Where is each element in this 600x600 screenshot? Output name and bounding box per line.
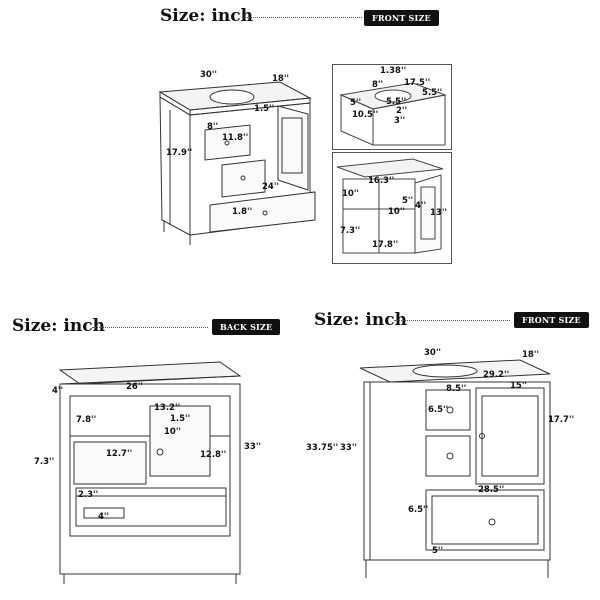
divider-dots	[394, 320, 510, 321]
dim-back-2-3: 2.3''	[78, 490, 99, 500]
dim-sink-1-38: 1.38''	[380, 66, 407, 76]
dim-sink-3: 3''	[394, 116, 406, 126]
back-size-badge: BACK SIZE	[212, 319, 281, 335]
front-size-title-bottom: Size: inch	[314, 310, 407, 330]
dim-1-5: 1.5''	[254, 104, 275, 114]
dim-in-17-8: 17.8''	[372, 240, 399, 250]
dim-sink-2: 2''	[396, 106, 408, 116]
dim-in-13: 13''	[430, 208, 448, 218]
divider-dots	[92, 327, 208, 328]
dim-sink-5-5b: 5.5''	[386, 97, 407, 107]
dim-front-6-5b: 6.5''	[408, 505, 429, 515]
dim-sink-8: 8''	[372, 80, 384, 90]
dim-in-5: 5''	[402, 196, 414, 206]
dim-front-33-75: 33.75''	[306, 443, 339, 453]
front-view-drawing	[359, 359, 551, 578]
back-size-title: Size: inch	[12, 316, 105, 336]
dim-front-8-5: 8.5''	[446, 384, 467, 394]
dim-in-10a: 10''	[342, 189, 360, 199]
dim-sink-10-5: 10.5''	[352, 110, 379, 120]
dim-sink-5-5a: 5.5''	[422, 88, 443, 98]
dim-sink-5: 5''	[350, 98, 362, 108]
dim-back-7-8: 7.8''	[76, 415, 97, 425]
sink-detail-box	[332, 64, 452, 150]
dim-in-16-3: 16.3''	[368, 176, 395, 186]
front-size-badge-bottom: FRONT SIZE	[514, 312, 589, 328]
dim-front-28-5: 28.5''	[478, 485, 505, 495]
dim-back-33: 33''	[244, 442, 262, 452]
dim-back-12-8: 12.8''	[200, 450, 227, 460]
divider-dots	[242, 17, 362, 18]
front-size-title-top: Size: inch	[160, 6, 253, 26]
cabinet-interior-drawing	[336, 158, 444, 254]
dim-back-12-7: 12.7''	[106, 449, 133, 459]
dim-front-17-7: 17.7''	[548, 415, 575, 425]
dim-11-8: 11.8''	[222, 133, 249, 143]
dim-in-7-3: 7.3''	[340, 226, 361, 236]
dim-front-15: 15''	[510, 381, 528, 391]
dim-back-1-5: 1.5''	[170, 414, 191, 424]
dim-front-33: 33''	[340, 443, 358, 453]
dim-front-29-2: 29.2''	[483, 370, 510, 380]
dim-back-4b: 4''	[98, 512, 110, 522]
isometric-vanity-drawing	[158, 81, 316, 245]
front-size-badge-top: FRONT SIZE	[364, 10, 439, 26]
dim-front-6-5a: 6.5''	[428, 405, 449, 415]
dim-in-4: 4''	[415, 201, 427, 211]
dim-back-13-2: 13.2''	[154, 403, 181, 413]
dim-front-18: 18''	[522, 350, 540, 360]
dim-depth: 18''	[272, 74, 290, 84]
dim-back-10: 10''	[164, 427, 182, 437]
dim-front-5: 5''	[432, 546, 444, 556]
cabinet-interior-box	[332, 152, 452, 264]
dim-front-30: 30''	[424, 348, 442, 358]
dim-back-26: 26''	[126, 382, 144, 392]
dim-back-7-3: 7.3''	[34, 457, 55, 467]
dim-sink-17-5: 17.5''	[404, 78, 431, 88]
dim-back-4: 4''	[52, 386, 64, 396]
dim-height: 17.9''	[166, 148, 193, 158]
sink-detail-drawing	[339, 82, 447, 146]
dim-1-8: 1.8''	[232, 207, 253, 217]
dim-in-10b: 10''	[388, 207, 406, 217]
back-view-drawing	[58, 361, 242, 584]
dim-width: 30''	[200, 70, 218, 80]
dim-drawer-8: 8''	[207, 122, 219, 132]
dim-24: 24''	[262, 182, 280, 192]
